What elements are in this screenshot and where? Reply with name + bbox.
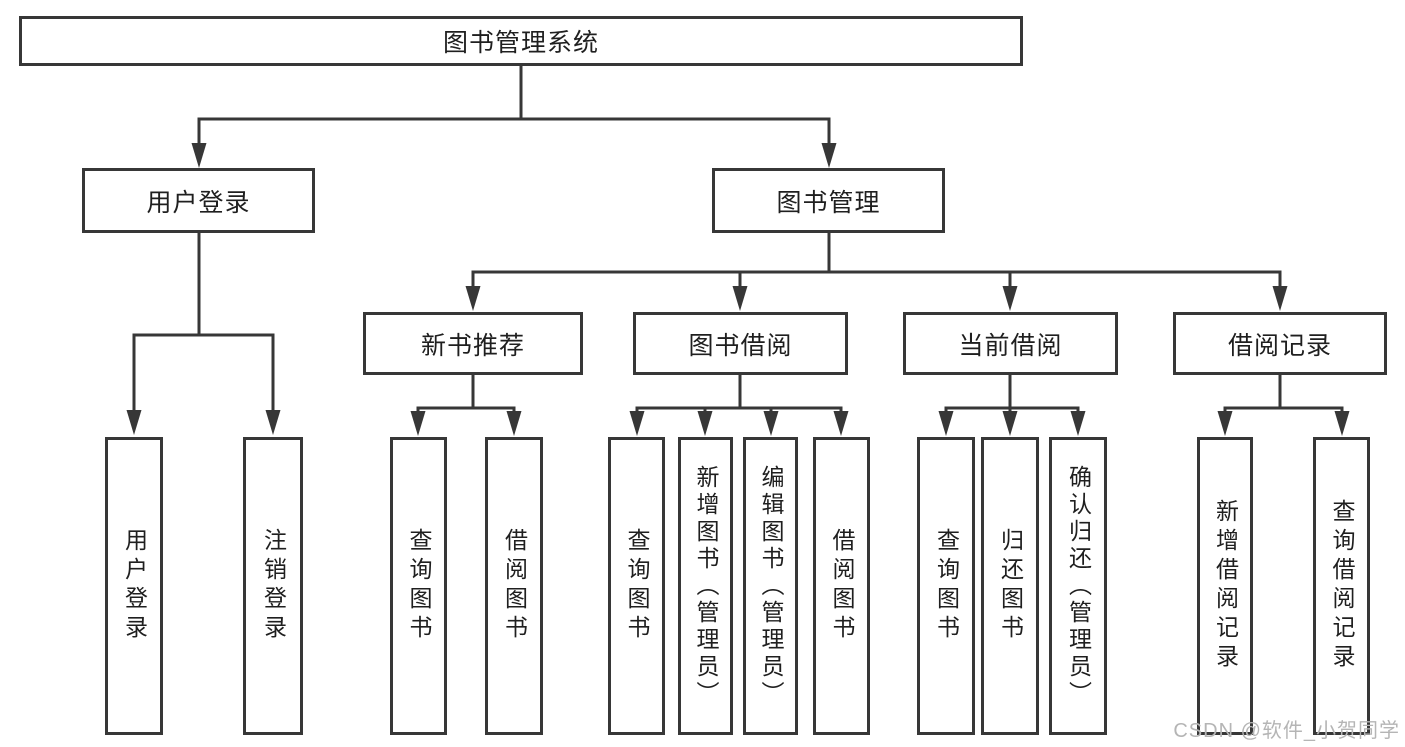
leaf-borrow-borrow-book: 借阅图书: [813, 437, 870, 735]
leaf-user-login: 用户登录: [105, 437, 163, 735]
node-book-management: 图书管理: [712, 168, 945, 233]
node-new-book-recommend: 新书推荐: [363, 312, 583, 375]
leaf-recommend-query-book: 查询图书: [390, 437, 447, 735]
leaf-records-add-record: 新增借阅记录: [1197, 437, 1253, 735]
leaf-current-return-book: 归还图书: [981, 437, 1039, 735]
leaf-recommend-borrow-book: 借阅图书: [485, 437, 543, 735]
node-current-borrowing: 当前借阅: [903, 312, 1118, 375]
node-borrow-records: 借阅记录: [1173, 312, 1387, 375]
leaf-records-query-record: 查询借阅记录: [1313, 437, 1370, 735]
node-library-system: 图书管理系统: [19, 16, 1023, 66]
leaf-borrow-query-book: 查询图书: [608, 437, 665, 735]
node-book-borrowing: 图书借阅: [633, 312, 848, 375]
leaf-current-confirm-return-admin: 确认归还（管理员）: [1049, 437, 1107, 735]
csdn-watermark: CSDN @软件_小贺同学: [1173, 720, 1400, 742]
leaf-borrow-add-book-admin: 新增图书（管理员）: [678, 437, 733, 735]
leaf-borrow-edit-book-admin: 编辑图书（管理员）: [743, 437, 798, 735]
leaf-current-query-book: 查询图书: [917, 437, 975, 735]
node-user-login: 用户登录: [82, 168, 315, 233]
leaf-logout: 注销登录: [243, 437, 303, 735]
